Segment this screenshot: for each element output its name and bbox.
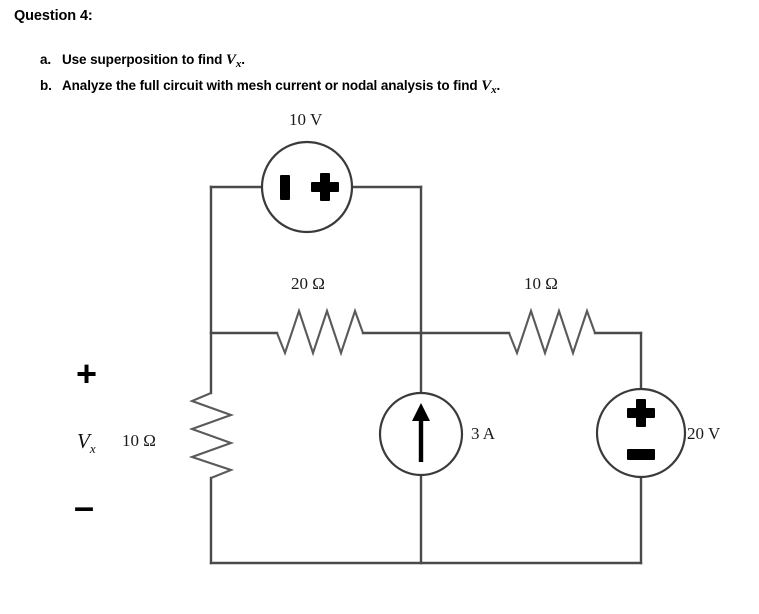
vx-subscript: x bbox=[89, 441, 96, 457]
resistor-10-ohm-right-symbol bbox=[508, 307, 596, 357]
circuit-schematic-canvas bbox=[188, 140, 687, 565]
question-a-text-before: Use superposition to find bbox=[62, 52, 226, 67]
circuit-diagram: 10 V 20 Ω 10 Ω 10 Ω 3 A 20 V + Vx – bbox=[0, 104, 759, 614]
question-b-symbol: V bbox=[481, 78, 492, 94]
list-item: b. Analyze the full circuit with mesh cu… bbox=[40, 76, 680, 100]
plus-glyph-10v bbox=[311, 173, 339, 201]
label-resistor-20-ohm: 20 Ω bbox=[291, 274, 325, 293]
label-current-source-3a: 3 A bbox=[471, 424, 496, 443]
resistor-10-ohm-left-symbol bbox=[188, 392, 235, 479]
voltage-source-20v-symbol bbox=[595, 387, 687, 479]
list-item-text: Use superposition to find Vx. bbox=[62, 50, 245, 74]
question-b-text-before: Analyze the full circuit with mesh curre… bbox=[62, 78, 482, 93]
minus-glyph-20v bbox=[627, 449, 655, 460]
question-a-subscript: x bbox=[235, 58, 242, 70]
label-resistor-10-ohm-left: 10 Ω bbox=[122, 431, 156, 450]
question-b-text-after: . bbox=[496, 78, 501, 93]
minus-glyph-10v bbox=[280, 175, 290, 200]
label-voltage-source-10v: 10 V bbox=[289, 110, 323, 129]
vx-minus-sign: – bbox=[74, 486, 95, 527]
current-source-3a-symbol bbox=[378, 391, 464, 477]
page-title: Question 4: bbox=[14, 8, 93, 24]
question-a-symbol: V bbox=[225, 52, 236, 68]
plus-glyph-20v bbox=[627, 399, 655, 427]
list-item-text: Analyze the full circuit with mesh curre… bbox=[62, 76, 500, 100]
list-item: a. Use superposition to find Vx. bbox=[40, 50, 680, 74]
vx-symbol: V bbox=[77, 429, 90, 453]
question-b-subscript: x bbox=[491, 84, 497, 96]
wire-top-branch bbox=[209, 185, 423, 335]
vx-label: Vx bbox=[77, 429, 96, 457]
vx-plus-sign: + bbox=[76, 353, 98, 394]
list-item-marker: a. bbox=[40, 52, 52, 67]
question-list: a. Use superposition to find Vx. b. Anal… bbox=[40, 50, 680, 102]
voltage-source-10v-symbol bbox=[260, 140, 354, 234]
resistor-20-ohm-symbol bbox=[276, 307, 364, 357]
label-voltage-source-20v: 20 V bbox=[687, 424, 721, 443]
list-item-marker: b. bbox=[40, 78, 52, 93]
question-a-text-after: . bbox=[241, 52, 245, 67]
label-resistor-10-ohm-right: 10 Ω bbox=[524, 274, 558, 293]
